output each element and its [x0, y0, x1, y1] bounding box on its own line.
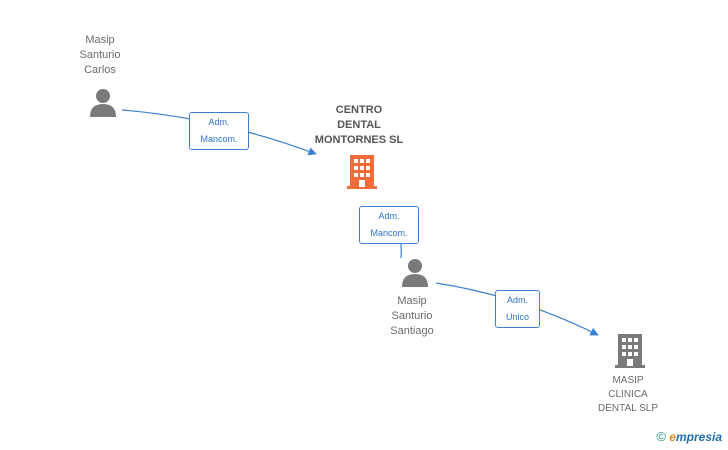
- watermark: © empresia: [656, 429, 722, 444]
- edge-label-santiago-clinica: Adm. Unico: [495, 290, 540, 328]
- building-icon[interactable]: [614, 334, 646, 368]
- building-icon[interactable]: [346, 155, 378, 189]
- edge-label-santiago-centro: Adm. Mancom.: [359, 206, 419, 244]
- edge-label-carlos-centro: Adm. Mancom.: [189, 112, 249, 150]
- node-label-clinica[interactable]: MASIP CLINICA DENTAL SLP: [597, 375, 659, 414]
- copyright-symbol: ©: [656, 429, 666, 444]
- node-label-centro[interactable]: CENTRO DENTAL MONTORNES SL: [314, 104, 404, 146]
- node-label-carlos[interactable]: Masip Santurio Carlos: [79, 34, 121, 76]
- node-label-santiago[interactable]: Masip Santurio Santiago: [390, 295, 434, 337]
- person-icon[interactable]: [88, 88, 118, 118]
- brand-logo-e: e: [669, 430, 676, 444]
- person-icon[interactable]: [400, 258, 430, 288]
- brand-logo-text: mpresia: [675, 430, 722, 444]
